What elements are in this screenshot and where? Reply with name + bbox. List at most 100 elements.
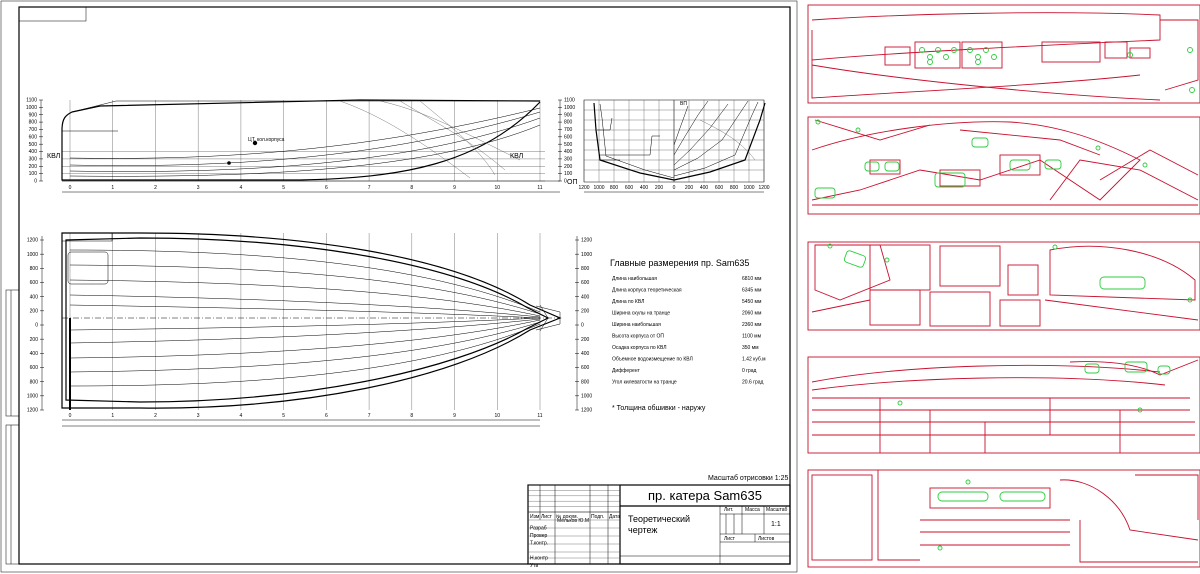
scale-head: Масштаб <box>766 507 788 513</box>
spec-label: Высота корпуса от ОП <box>612 334 664 340</box>
sheet-title-line2: чертеж <box>628 525 657 535</box>
plan-station-label: 2 <box>154 413 157 419</box>
cockpit-cutout <box>67 251 109 285</box>
profile-y-tick-label: 900 <box>29 112 38 118</box>
spec-label: Длина по КВЛ <box>612 299 644 305</box>
plan-y-tick-label: 800 <box>30 379 39 385</box>
mass-head: Масса <box>745 507 760 513</box>
section-tick-label: 600 <box>625 185 634 191</box>
spec-label: Длина наибольшая <box>612 276 657 282</box>
plan-y-tick-label: 200 <box>30 308 39 314</box>
binding-strip-upper <box>5 289 20 417</box>
profile-keel-line <box>61 101 541 181</box>
section-tick-label: 800 <box>730 185 739 191</box>
section-tick-label: 400 <box>640 185 649 191</box>
profile-y-tick-label: 100 <box>29 171 38 177</box>
section-tick-label: 1000 <box>593 185 604 191</box>
profile-y-tick-label: 300 <box>29 157 38 163</box>
plan-station-label: 10 <box>494 413 500 419</box>
plan-y-tick-label-right: 400 <box>581 351 590 357</box>
title-block-col-head: Дата <box>609 514 620 520</box>
sheets-head: Листов <box>758 536 775 542</box>
profile-station-label: 5 <box>282 185 285 191</box>
sheet-inner-frame <box>18 6 791 565</box>
profile-y-tick-label: 1100 <box>26 98 37 104</box>
corner-stamp <box>18 6 87 22</box>
spec-label: Осадка корпуса по КВЛ <box>612 345 667 351</box>
title-block-row-head: Т.контр. <box>530 541 548 547</box>
title-block-col-head: № докум. <box>556 514 578 520</box>
plan-y-tick-label: 400 <box>30 351 39 357</box>
scale-value: 1:1 <box>771 521 781 528</box>
spec-value: 2060 мм <box>742 311 762 317</box>
spec-label: Ширина скулы на транце <box>612 311 670 317</box>
profile-y-tick-label-right: 600 <box>564 134 573 140</box>
plan-y-tick-label-right: 1200 <box>581 408 592 414</box>
sheet-head: Лист <box>724 536 736 542</box>
plan-y-tick-label: 1000 <box>27 252 38 258</box>
spec-value: 6810 мм <box>742 276 762 282</box>
plan-y-tick-label: 200 <box>30 337 39 343</box>
plan-y-tick-label: 1200 <box>27 238 38 244</box>
plan-y-tick-label-right: 200 <box>581 337 590 343</box>
spec-label: Угол килеватости на транце <box>612 380 677 386</box>
plan-y-tick-label-right: 600 <box>581 365 590 371</box>
spec-value: 6345 мм <box>742 288 762 294</box>
spec-label: Длина корпуса теоретическая <box>612 288 682 294</box>
profile-y-tick-label-right: 0 <box>564 179 567 185</box>
specifications-table: Главные размерения пр. Sam635 Длина наиб… <box>610 258 788 482</box>
profile-station-label: 11 <box>537 185 542 191</box>
nesting-sheet-5 <box>807 469 1200 568</box>
plan-y-tick-label: 600 <box>30 280 39 286</box>
cg-note: ЦТ, кол.корпуса <box>248 137 285 143</box>
binding-strip-lower <box>5 424 20 565</box>
section-tick-label: 0 <box>673 185 676 191</box>
plan-station-label: 11 <box>537 413 542 419</box>
profile-y-tick-label: 400 <box>29 149 38 155</box>
waterline-label-left: КВЛ <box>47 153 61 160</box>
profile-y-tick-label: 500 <box>29 142 38 148</box>
profile-y-tick-label: 800 <box>29 120 38 126</box>
plan-y-tick-label: 600 <box>30 365 39 371</box>
section-tick-label: 1000 <box>743 185 754 191</box>
profile-station-label: 7 <box>368 185 371 191</box>
plan-station-label: 7 <box>368 413 371 419</box>
spec-note: * Толщина обшивки - наружу <box>612 404 706 412</box>
sheet-title-line1: Теоретический <box>628 514 690 524</box>
plan-view: 1200 1000 800 600 400 200 0 200 400 600 800 1000 120… <box>27 232 592 427</box>
plan-station-label: 8 <box>410 413 413 419</box>
profile-y-tick-label-right: 300 <box>564 157 573 163</box>
section-tick-label: 800 <box>610 185 619 191</box>
section-tick-label: 1200 <box>578 185 589 191</box>
spec-label: Объемное водоизмещение по КВЛ <box>612 357 693 363</box>
profile-station-label: 0 <box>69 185 72 191</box>
plan-y-tick-label-right: 0 <box>581 323 584 329</box>
baseline-label: ОП <box>567 179 577 186</box>
sheet-outer-border <box>0 0 798 573</box>
profile-station-label: 3 <box>197 185 200 191</box>
spec-value: 2360 мм <box>742 322 762 328</box>
profile-y-tick-label: 200 <box>29 164 38 170</box>
plan-y-tick-label: 800 <box>30 266 39 272</box>
profile-y-tick-label-right: 1000 <box>564 105 575 111</box>
center-of-gravity-marker <box>252 140 258 146</box>
plan-y-tick-label-right: 200 <box>581 308 590 314</box>
profile-deck-line <box>71 100 540 113</box>
plan-y-tick-label-right: 1000 <box>581 252 592 258</box>
title-block-row-head: Изм <box>530 514 540 520</box>
nesting-sheet-3 <box>807 241 1200 331</box>
profile-y-tick-label-right: 500 <box>564 142 573 148</box>
waterline-label-right: КВЛ <box>510 153 524 160</box>
profile-y-tick-label: 1000 <box>26 105 37 111</box>
profile-y-tick-label-right: 100 <box>564 171 573 177</box>
profile-y-tick-label: 700 <box>29 127 38 133</box>
spec-value: 20.6 град <box>742 380 764 386</box>
spec-value: 1100 мм <box>742 334 762 340</box>
profile-station-label: 2 <box>154 185 157 191</box>
section-tick-label: 600 <box>715 185 724 191</box>
plan-y-tick-label: 1200 <box>27 408 38 414</box>
spec-value: 1.42 куб.м <box>742 357 766 363</box>
profile-y-tick-label-right: 200 <box>564 164 573 170</box>
